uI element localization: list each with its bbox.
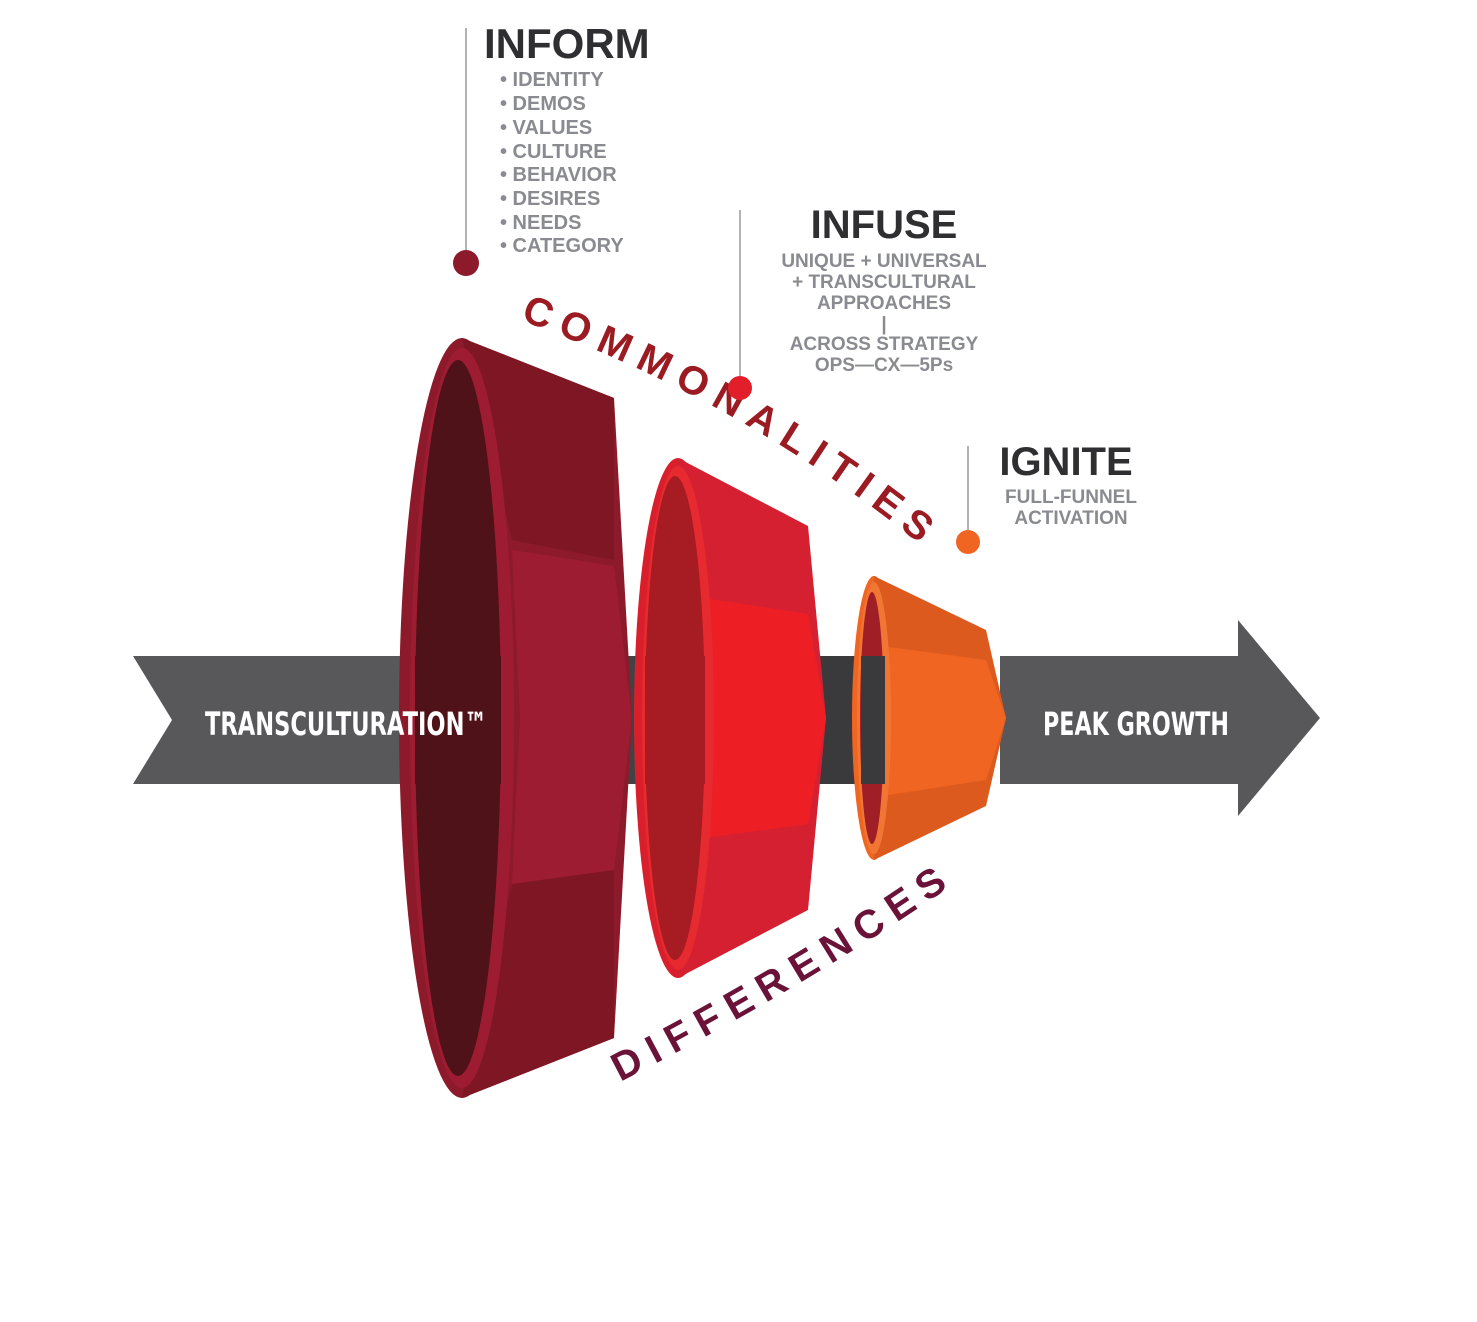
ring-medium: [634, 458, 826, 978]
inform-dot: [453, 250, 479, 276]
infuse-line: UNIQUE + UNIVERSAL: [781, 251, 987, 272]
arrow-right-label: PEAK GROWTH: [1043, 705, 1229, 743]
inform-title: INFORM: [484, 20, 650, 67]
ring-large: [399, 338, 632, 1098]
ring-small: [852, 576, 1006, 860]
inform-item: • BEHAVIOR: [500, 164, 617, 186]
inform-item: • CATEGORY: [500, 235, 624, 257]
infuse-line: APPROACHES: [817, 293, 951, 314]
ignite-line: ACTIVATION: [1014, 508, 1127, 529]
inform-item: • IDENTITY: [500, 69, 604, 91]
infuse-line: ACROSS STRATEGY: [790, 334, 979, 355]
inform-item: • CULTURE: [500, 141, 607, 163]
infuse-dot: [728, 376, 752, 400]
inform-item: • DESIRES: [500, 188, 600, 210]
inform-callout: INFORM • IDENTITY • DEMOS • VALUES • CUL…: [453, 20, 650, 276]
infuse-title: INFUSE: [811, 203, 958, 247]
ignite-callout: IGNITE FULL-FUNNEL ACTIVATION: [956, 440, 1137, 554]
infuse-line: |: [881, 314, 886, 335]
ignite-title: IGNITE: [999, 440, 1132, 484]
arrow-head-body: [1000, 620, 1320, 816]
arrow-left-label: TRANSCULTURATION™: [205, 705, 487, 743]
inform-item: • VALUES: [500, 117, 592, 139]
infuse-line: OPS—CX—5Ps: [815, 355, 953, 376]
infuse-line: + TRANSCULTURAL: [792, 272, 976, 293]
inform-item: • DEMOS: [500, 93, 586, 115]
ignite-line: FULL-FUNNEL: [1005, 487, 1137, 508]
ignite-dot: [956, 530, 980, 554]
infuse-callout: INFUSE UNIQUE + UNIVERSAL + TRANSCULTURA…: [728, 203, 987, 400]
inform-item: • NEEDS: [500, 212, 581, 234]
